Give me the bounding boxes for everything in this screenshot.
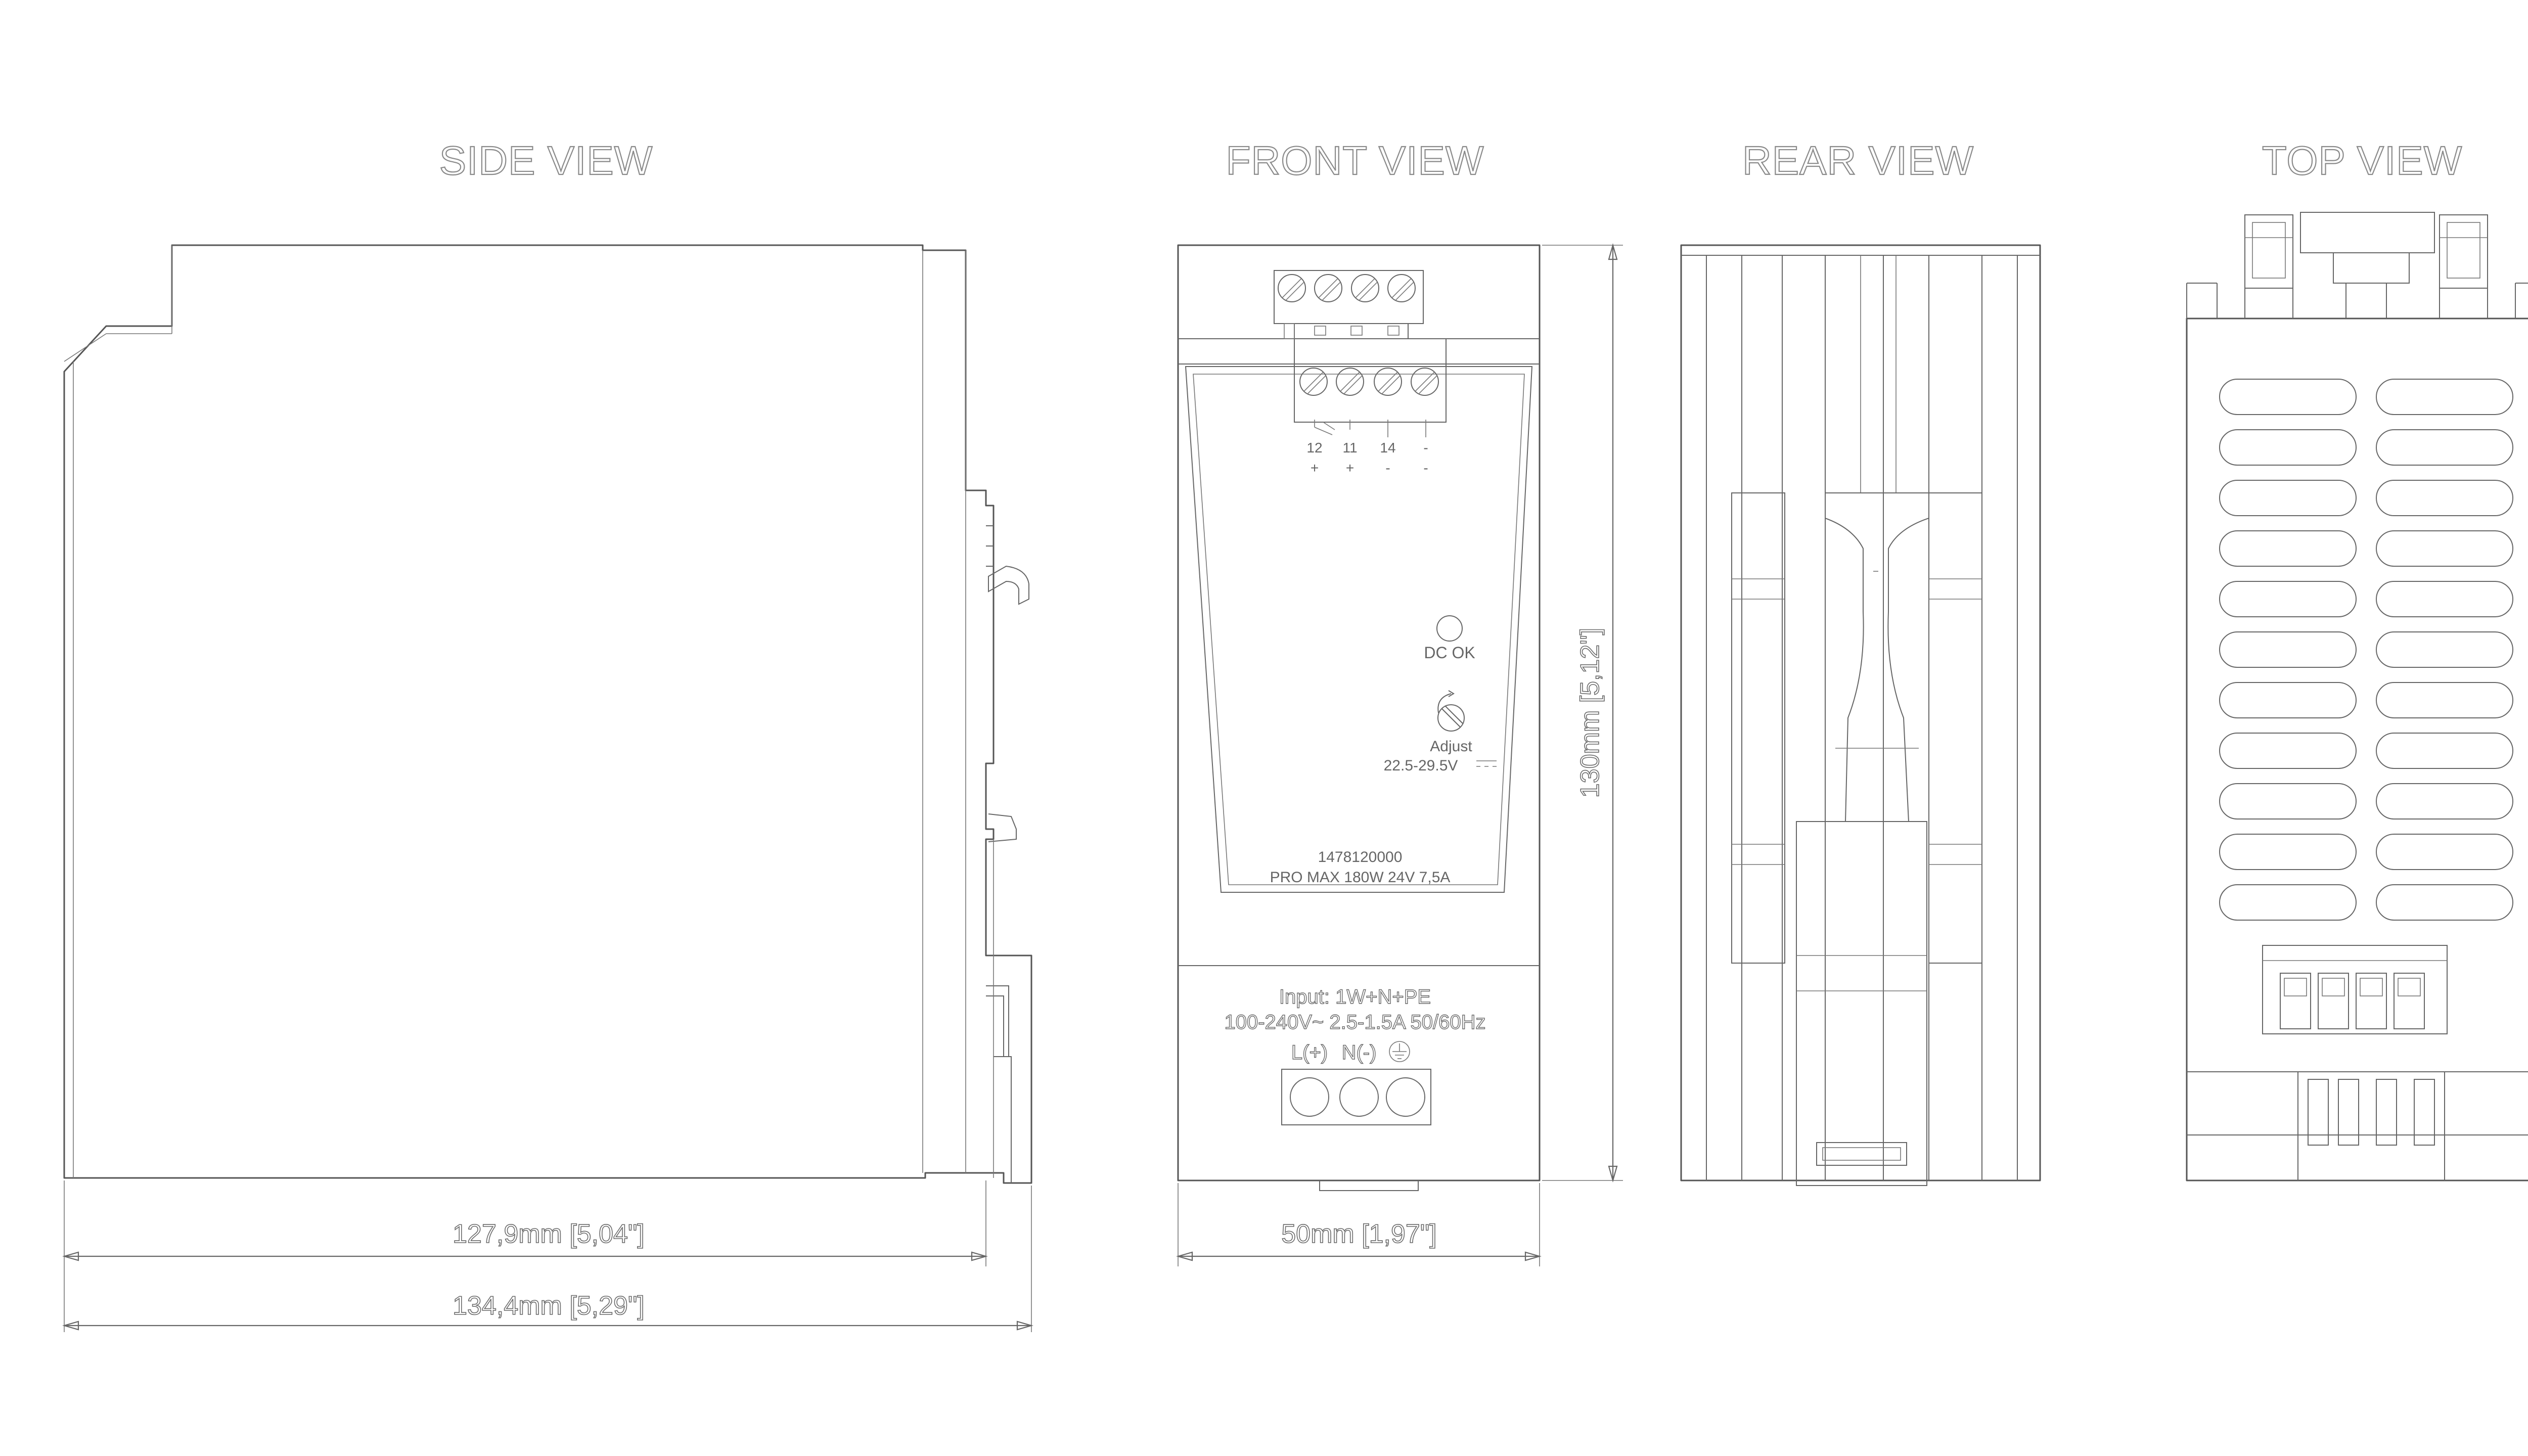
vent-slot [2219, 834, 2357, 870]
side-dimensions: 127,9mm [5,04"] 134,4mm [5,29"] [62, 1180, 1034, 1332]
input-n-label: N(-) [1342, 1041, 1377, 1064]
article-number: 1478120000 [1318, 849, 1403, 866]
terminal-opening [2394, 973, 2425, 1029]
terminal-screw [1299, 368, 1328, 396]
vent-slot [2376, 783, 2513, 820]
dc-ok-label: DC OK [1424, 644, 1475, 662]
vent-slot [2219, 530, 2357, 567]
terminal-number: - [1423, 440, 1428, 456]
terminal-sign: + [1311, 460, 1319, 476]
terminal-number: 12 [1306, 440, 1322, 456]
bottom-terminal [2414, 1079, 2435, 1146]
dim-depth-total: 134,4mm [5,29"] [453, 1291, 645, 1321]
terminal-screw [1336, 368, 1364, 396]
vent-slot [2376, 429, 2513, 466]
vent-slot [2219, 884, 2357, 921]
terminal-screw [1314, 274, 1342, 302]
bottom-terminal [2308, 1079, 2329, 1146]
terminal-screw [1351, 274, 1379, 302]
terminal-opening [2280, 973, 2311, 1029]
vent-slot [2376, 733, 2513, 769]
terminal-opening [2318, 973, 2349, 1029]
adjust-range: 22.5-29.5V [1384, 757, 1458, 774]
adjust-label: Adjust [1430, 738, 1472, 755]
terminal-screw [1374, 368, 1402, 396]
terminal-opening [2356, 973, 2387, 1029]
vent-slot [2219, 581, 2357, 617]
bottom-terminal [2376, 1079, 2397, 1146]
terminal-screw [1278, 274, 1306, 302]
terminal-screw [1387, 274, 1416, 302]
terminal-number: 14 [1380, 440, 1395, 456]
dim-width: 50mm [1,97"] [1281, 1219, 1436, 1249]
bottom-terminal [2338, 1079, 2359, 1146]
vent-slot [2376, 884, 2513, 921]
vent-slot [2376, 480, 2513, 516]
dim-depth-body: 127,9mm [5,04"] [453, 1219, 645, 1249]
vent-slots [2219, 379, 2513, 921]
top-view [2186, 212, 2528, 1181]
vent-slot [2219, 379, 2357, 415]
vent-slot [2376, 682, 2513, 718]
relay-contact-icon [1314, 420, 1426, 437]
ground-symbol-icon [1389, 1041, 1410, 1062]
side-view-title: SIDE VIEW [439, 138, 653, 183]
side-view [63, 244, 1032, 1184]
dim-height: 130mm [5,12"] [1575, 628, 1605, 798]
terminal-sign: - [1385, 460, 1390, 476]
vent-slot [2219, 429, 2357, 466]
vent-slot [2376, 581, 2513, 617]
vent-slot [2376, 379, 2513, 415]
vent-slot [2376, 530, 2513, 567]
vent-slot [2219, 631, 2357, 668]
terminal-number: 11 [1342, 440, 1357, 456]
adjust-potentiometer-icon [1437, 690, 1465, 732]
rear-view [1680, 244, 2041, 1186]
vent-slot [2219, 480, 2357, 516]
input-rating: 100-240V~ 2.5-1.5A 50/60Hz [1224, 1011, 1485, 1033]
terminal-labels: 12 +11 +14 - - - [1306, 440, 1428, 476]
rear-view-title: REAR VIEW [1742, 138, 1974, 183]
terminal-sign: - [1423, 460, 1428, 476]
front-dimensions: 50mm [1,97"] 130mm [5,12"] [1176, 243, 1623, 1266]
front-view: 12 +11 +14 - - - DC OK Adjust 22.5-29.5V 1478… [1177, 244, 1541, 1191]
vent-slot [2376, 834, 2513, 870]
vent-slot [2219, 733, 2357, 769]
input-title: Input: 1W+N+PE [1279, 986, 1431, 1008]
input-l-label: L(+) [1291, 1041, 1328, 1064]
vent-slot [2219, 682, 2357, 718]
front-view-title: FRONT VIEW [1226, 138, 1484, 183]
terminal-screw [1411, 368, 1439, 396]
terminal-sign: + [1346, 460, 1354, 476]
product-name: PRO MAX 180W 24V 7,5A [1270, 869, 1451, 886]
dc-ok-led [1436, 615, 1463, 642]
vent-slot [2376, 631, 2513, 668]
dc-symbol-icon [1476, 760, 1497, 767]
top-view-title: TOP VIEW [2262, 138, 2462, 183]
vent-slot [2219, 783, 2357, 820]
